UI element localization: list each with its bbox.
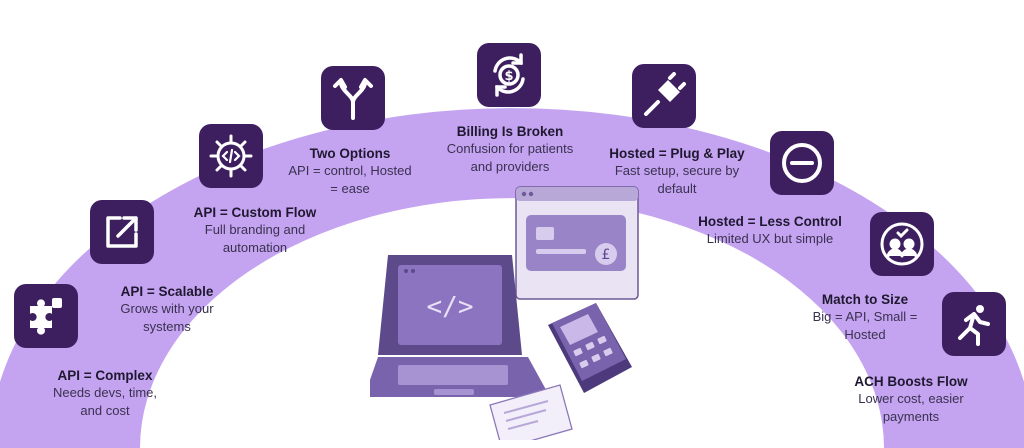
node-ach-boosts-flow: [942, 292, 1006, 356]
label-match-to-size: Match to Size Big = API, Small = Hosted: [790, 292, 940, 344]
node-desc-line: Big = API, Small =: [812, 309, 918, 324]
label-ach-boosts-flow: ACH Boosts Flow Lower cost, easier payme…: [836, 374, 986, 426]
node-desc-line: Limited UX but simple: [706, 231, 834, 246]
node-title: Two Options: [309, 146, 391, 161]
label-hosted-plug-play: Hosted = Plug & Play Fast setup, secure …: [592, 146, 762, 198]
node-match-to-size: [870, 212, 934, 276]
gear-code-icon: [199, 124, 263, 188]
label-billing-broken: Billing Is Broken Confusion for patients…: [430, 124, 590, 176]
node-desc-line: automation: [222, 240, 288, 255]
node-desc-line: Confusion for patients: [446, 141, 574, 156]
node-title: Hosted = Less Control: [698, 214, 842, 229]
expand-arrow-icon: [90, 200, 154, 264]
node-title: API = Complex: [57, 368, 153, 383]
label-two-options: Two Options API = control, Hosted = ease: [270, 146, 430, 198]
runner-icon: [942, 292, 1006, 356]
svg-text:$: $: [504, 69, 513, 84]
puzzle-icon: [14, 284, 78, 348]
node-desc-line: payments: [882, 409, 940, 424]
node-hosted-less-control: [770, 131, 834, 195]
node-desc-line: Hosted: [844, 327, 886, 342]
node-desc-line: and providers: [470, 159, 550, 174]
node-title: API = Scalable: [120, 284, 214, 299]
node-desc-line: Full branding and: [204, 222, 306, 237]
node-billing-broken: $: [477, 43, 541, 107]
node-hosted-plug-play: [632, 64, 696, 128]
card-terminal: [548, 303, 632, 393]
node-desc-line: = ease: [330, 181, 370, 196]
node-title: Hosted = Plug & Play: [609, 146, 745, 161]
node-two-options: [321, 66, 385, 130]
code-symbol: </>: [427, 292, 474, 322]
laptop: </>: [370, 255, 550, 397]
node-api-complex: [14, 284, 78, 348]
node-desc-line: default: [657, 181, 697, 196]
plug-icon: [632, 64, 696, 128]
node-api-custom-flow: [199, 124, 263, 188]
label-api-complex: API = Complex Needs devs, time, and cost: [30, 368, 180, 420]
payment-devices-illustration: £ </>: [370, 186, 639, 440]
split-arrow-icon: [321, 66, 385, 130]
node-desc-line: systems: [143, 319, 191, 334]
label-hosted-less-control: Hosted = Less Control Limited UX but sim…: [680, 214, 860, 248]
label-api-custom-flow: API = Custom Flow Full branding and auto…: [180, 205, 330, 257]
node-title: Match to Size: [821, 292, 909, 307]
node-desc-line: Fast setup, secure by: [614, 163, 740, 178]
node-desc-line: API = control, Hosted: [288, 163, 412, 178]
node-desc-line: Lower cost, easier: [858, 391, 964, 406]
node-title: API = Custom Flow: [193, 205, 317, 220]
dollar-cycle-icon: $: [477, 43, 541, 107]
node-title: ACH Boosts Flow: [854, 374, 968, 389]
node-desc-line: Grows with your: [120, 301, 214, 316]
node-desc-line: and cost: [80, 403, 130, 418]
card-browser-window: £: [515, 186, 639, 300]
label-api-scalable: API = Scalable Grows with your systems: [92, 284, 242, 336]
node-desc-line: Needs devs, time,: [52, 385, 158, 400]
currency-symbol: £: [602, 247, 611, 263]
team-check-icon: [870, 212, 934, 276]
receipt: [489, 384, 573, 440]
minus-circle-icon: [770, 131, 834, 195]
node-title: Billing Is Broken: [456, 124, 564, 139]
node-api-scalable: [90, 200, 154, 264]
